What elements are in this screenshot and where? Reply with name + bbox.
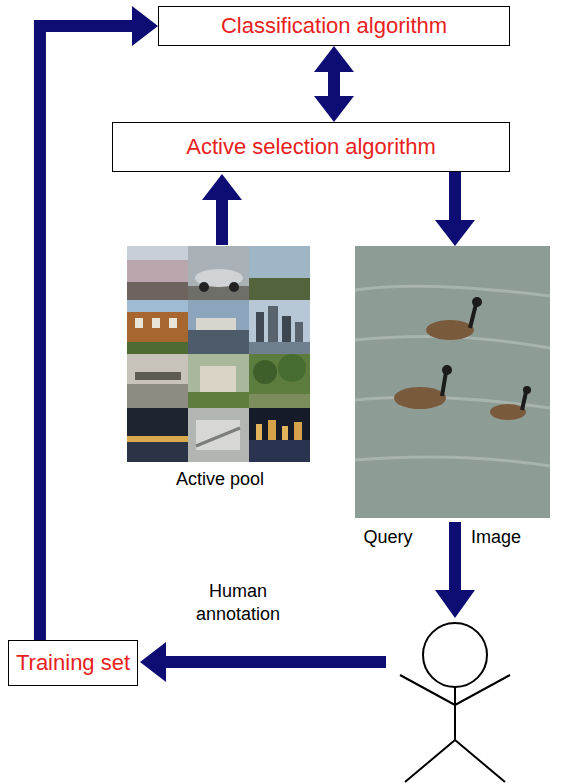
- box-label: Classification algorithm: [221, 13, 447, 39]
- arrowhead: [314, 96, 354, 122]
- connector-arrow: [40, 6, 158, 640]
- connector-line: [40, 26, 132, 640]
- connector-line: [328, 72, 340, 96]
- connector-arrow: [314, 46, 354, 122]
- caption-label: Human annotation: [178, 580, 298, 625]
- caption-label: Active pool: [150, 468, 290, 491]
- arrowhead: [314, 46, 354, 72]
- process-box: Active selection algorithm: [112, 122, 510, 172]
- process-box: Classification algorithm: [158, 6, 510, 46]
- caption-label: Query: [356, 526, 420, 549]
- box-label: Training set: [16, 650, 130, 676]
- caption-label: Image: [464, 526, 528, 549]
- query-photo: [355, 246, 550, 518]
- arrow: [140, 172, 475, 682]
- person-figure: [400, 623, 510, 782]
- arrowhead: [132, 6, 158, 46]
- box-label: Active selection algorithm: [186, 134, 435, 160]
- process-box: Training set: [8, 640, 138, 686]
- image-pool: [127, 246, 310, 462]
